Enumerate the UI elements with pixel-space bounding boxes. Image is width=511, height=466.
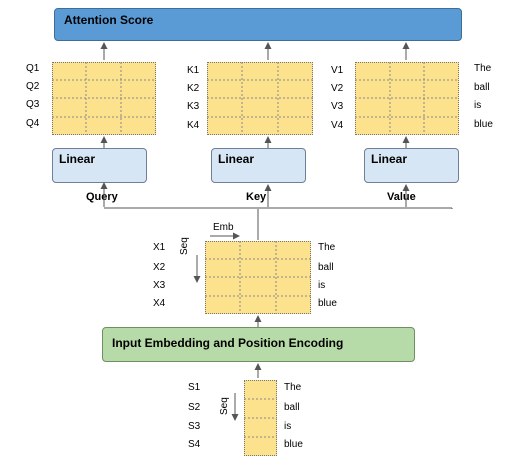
q-row-label: Q1 xyxy=(26,63,40,74)
input-embedding-box: Input Embedding and Position Encoding xyxy=(102,327,415,362)
q-row-label: Q4 xyxy=(26,118,40,129)
x-row-label: X1 xyxy=(153,242,166,253)
query-linear-box: Linear xyxy=(52,148,147,183)
linear-label: Linear xyxy=(59,152,96,166)
token-label: blue xyxy=(318,298,337,309)
q-row-label: Q3 xyxy=(26,99,40,110)
linear-label: Linear xyxy=(371,152,408,166)
k-row-label: K3 xyxy=(187,101,200,112)
token-label: ball xyxy=(318,262,334,273)
token-label: is xyxy=(284,421,292,432)
k-row-label: K4 xyxy=(187,120,200,131)
input-embedding-label: Input Embedding and Position Encoding xyxy=(112,336,344,350)
k-row-label: K2 xyxy=(187,83,200,94)
value-linear-box: Linear xyxy=(364,148,459,183)
linear-label: Linear xyxy=(218,152,255,166)
emb-axis-label: Emb xyxy=(213,222,234,233)
k-row-label: K1 xyxy=(187,65,200,76)
token-label: blue xyxy=(474,119,493,130)
value-stream-label: Value xyxy=(387,191,416,203)
x-row-label: X4 xyxy=(153,298,166,309)
key-linear-box: Linear xyxy=(211,148,306,183)
s-row-label: S2 xyxy=(188,402,201,413)
s-row-label: S1 xyxy=(188,382,201,393)
token-label: The xyxy=(318,242,336,253)
x-row-label: X3 xyxy=(153,280,166,291)
token-label: ball xyxy=(284,402,300,413)
v-row-label: V4 xyxy=(331,120,344,131)
token-label: is xyxy=(318,280,326,291)
v-row-label: V1 xyxy=(331,65,344,76)
key-stream-label: Key xyxy=(246,191,267,203)
x-row-label: X2 xyxy=(153,262,166,273)
token-label: blue xyxy=(284,439,303,450)
token-label: is xyxy=(474,100,482,111)
attention-score-box: Attention Score xyxy=(54,8,462,41)
s-row-label: S3 xyxy=(188,421,201,432)
token-label: The xyxy=(284,382,302,393)
attention-score-label: Attention Score xyxy=(64,13,154,27)
v-row-label: V3 xyxy=(331,101,344,112)
query-stream-label: Query xyxy=(86,191,118,203)
token-label: ball xyxy=(474,82,490,93)
q-row-label: Q2 xyxy=(26,81,40,92)
token-label: The xyxy=(474,63,492,74)
v-row-label: V2 xyxy=(331,83,344,94)
s-row-label: S4 xyxy=(188,439,201,450)
